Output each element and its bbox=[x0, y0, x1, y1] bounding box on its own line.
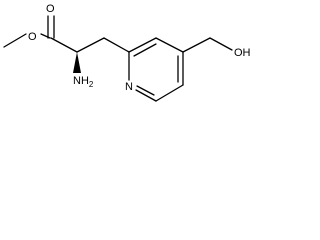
carbonyl-oxygen-label: O bbox=[46, 3, 55, 15]
amine-main-label: NH bbox=[73, 75, 89, 87]
hydroxyl-label: OH bbox=[234, 47, 251, 59]
bond-ch2-oh bbox=[209, 37, 233, 51]
ring-nitrogen-label: N bbox=[125, 81, 133, 93]
bond-carbonyl-alpha bbox=[50, 37, 78, 53]
structure-diagram: O O NH2 N OH bbox=[3, 3, 251, 102]
ring-bond-c2-c3 bbox=[128, 37, 157, 53]
ring-double-c2-c3 bbox=[133, 43, 157, 57]
bond-ch2-ring bbox=[103, 37, 130, 53]
bond-ring-ch2oh bbox=[182, 37, 211, 53]
stereo-wedge-bond bbox=[73, 52, 81, 73]
bond-alpha-ch2 bbox=[76, 37, 105, 53]
amine-label: NH2 bbox=[73, 75, 94, 89]
bond-methyl-o bbox=[3, 33, 27, 48]
ring-bond-c3-c4 bbox=[155, 37, 184, 53]
ring-double-c6-n bbox=[136, 85, 155, 96]
bond-o-carbonyl-c bbox=[40, 33, 51, 39]
amine-subscript-label: 2 bbox=[89, 80, 94, 89]
ring-bond-c6-n bbox=[135, 89, 157, 102]
ring-bond-c5-c6 bbox=[155, 84, 184, 102]
ester-oxygen-label: O bbox=[28, 31, 37, 43]
